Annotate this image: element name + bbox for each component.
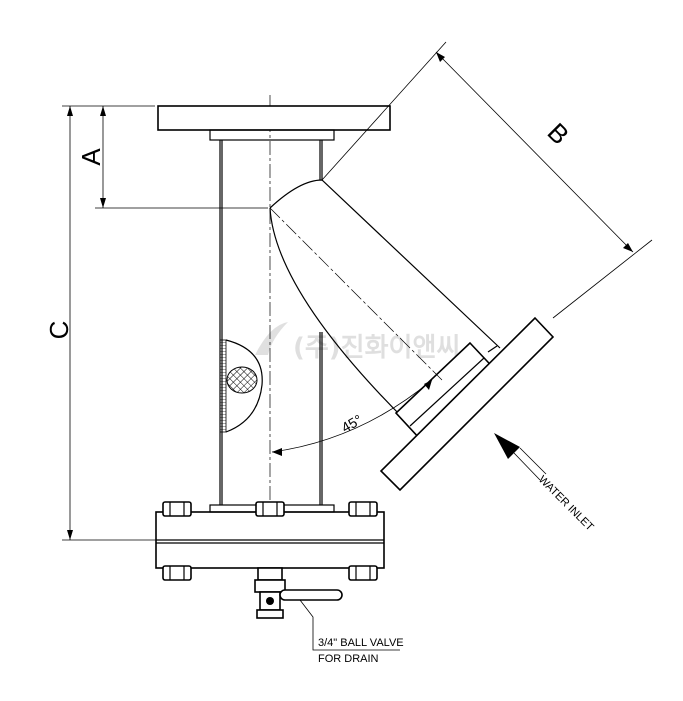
valve-note: 3/4" BALL VALVE FOR DRAIN [299, 599, 404, 665]
watermark: (주)진화이앤씨 [255, 322, 460, 363]
dimension-b-label: B [542, 117, 575, 150]
water-inlet-label: WATER INLET [536, 474, 596, 534]
valve-note-line2: FOR DRAIN [318, 653, 379, 665]
valve-note-line1: 3/4" BALL VALVE [318, 637, 404, 649]
watermark-text: (주)진화이앤씨 [293, 333, 460, 363]
dimension-b: B [321, 41, 653, 319]
top-flange [157, 105, 391, 141]
main-body [219, 140, 323, 505]
branch-centerline [269, 207, 443, 381]
water-inlet-arrow: WATER INLET [494, 433, 596, 534]
screen-cutaway [219, 339, 263, 433]
dimension-a: A [76, 105, 268, 209]
strainer-branch [269, 179, 555, 492]
angle-label: 45° [339, 411, 365, 435]
dimension-c: C [44, 105, 156, 541]
ball-valve [254, 567, 343, 619]
dimension-c-label: C [44, 321, 74, 340]
dimension-a-label: A [76, 148, 106, 166]
bottom-flange [155, 501, 385, 581]
